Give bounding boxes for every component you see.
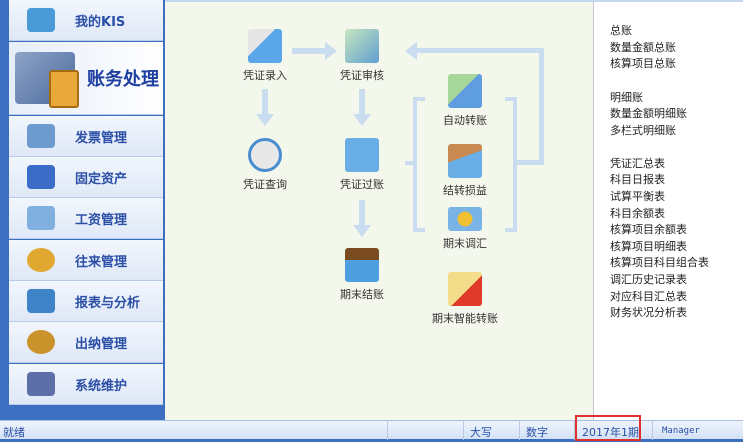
arrow-head bbox=[353, 114, 371, 126]
report-link[interactable]: 数量金额明细账 bbox=[610, 107, 687, 120]
magnifier-icon bbox=[248, 138, 282, 172]
report-icon bbox=[27, 289, 55, 313]
arrow-line bbox=[292, 48, 327, 54]
report-link[interactable]: 核算项目余额表 bbox=[610, 223, 687, 236]
auto-transfer[interactable]: 自动转账 bbox=[420, 74, 510, 128]
sidebar-item-accounting[interactable]: 账务处理 bbox=[9, 42, 163, 115]
folder-arrow-icon bbox=[448, 272, 482, 306]
period-close[interactable]: 期末结账 bbox=[317, 248, 407, 302]
sidebar-item-payroll[interactable]: 工资管理 bbox=[9, 198, 163, 239]
return-line bbox=[415, 48, 544, 53]
status-caps: 大写 bbox=[470, 426, 492, 439]
report-link[interactable]: 总账 bbox=[610, 24, 632, 37]
bracket-left bbox=[413, 228, 425, 232]
sidebar-item-invoice[interactable]: 发票管理 bbox=[9, 116, 163, 157]
return-line bbox=[515, 160, 544, 165]
sidebar-item-receivables[interactable]: 往来管理 bbox=[9, 240, 163, 281]
pen-paper-icon bbox=[248, 29, 282, 63]
notebook-pen-icon bbox=[345, 138, 379, 172]
report-link[interactable]: 试算平衡表 bbox=[610, 190, 665, 203]
voucher-audit[interactable]: 凭证审核 bbox=[317, 29, 407, 83]
sidebar-item-fixed-assets[interactable]: 固定资产 bbox=[9, 157, 163, 198]
money-calculator-icon bbox=[15, 52, 79, 108]
report-link[interactable]: 调汇历史记录表 bbox=[610, 273, 687, 286]
status-bar: 就绪 大写 数字 2017年1期 Manager bbox=[0, 420, 743, 442]
cash-hand-icon bbox=[27, 206, 55, 230]
report-link[interactable]: 核算项目总账 bbox=[610, 57, 676, 70]
voucher-query[interactable]: 凭证查询 bbox=[220, 138, 310, 192]
report-link[interactable]: 财务状况分析表 bbox=[610, 306, 687, 319]
arrow-line bbox=[262, 89, 268, 115]
arrow-line bbox=[359, 200, 365, 226]
report-link[interactable]: 核算项目明细表 bbox=[610, 240, 687, 253]
report-link[interactable]: 凭证汇总表 bbox=[610, 157, 665, 170]
arrow-head bbox=[405, 42, 417, 60]
hand-writing-icon bbox=[448, 144, 482, 178]
divider bbox=[574, 421, 575, 440]
arrow-head bbox=[256, 114, 274, 126]
gavel-icon bbox=[345, 248, 379, 282]
reports-panel: 总账 数量金额总账 核算项目总账 明细账 数量金额明细账 多栏式明细账 凭证汇总… bbox=[593, 0, 743, 420]
report-link[interactable]: 数量金额总账 bbox=[610, 41, 676, 54]
report-link[interactable]: 明细账 bbox=[610, 91, 643, 104]
sidebar-item-reports[interactable]: 报表与分析 bbox=[9, 281, 163, 322]
cashier-icon bbox=[27, 330, 55, 354]
folder-gear-icon bbox=[27, 124, 55, 148]
sidebar: 我的KIS 账务处理 发票管理 固定资产 工资管理 往来管理 报表与分析 出纳管… bbox=[0, 0, 165, 420]
report-link[interactable]: 科目日报表 bbox=[610, 173, 665, 186]
documents-icon bbox=[448, 74, 482, 108]
period-smart-transfer[interactable]: 期末智能转账 bbox=[420, 272, 510, 326]
report-link[interactable]: 对应科目汇总表 bbox=[610, 290, 687, 303]
report-link[interactable]: 核算项目科目组合表 bbox=[610, 256, 709, 269]
arrow-line bbox=[359, 89, 365, 115]
bracket-right bbox=[505, 228, 517, 232]
report-link[interactable]: 科目余额表 bbox=[610, 207, 665, 220]
status-period[interactable]: 2017年1期 bbox=[582, 426, 639, 439]
arrow-line bbox=[405, 161, 415, 165]
divider bbox=[652, 421, 653, 440]
status-ready: 就绪 bbox=[3, 426, 25, 439]
divider bbox=[387, 421, 388, 440]
money-bag-dollar-icon bbox=[448, 207, 482, 231]
voucher-post[interactable]: 凭证过账 bbox=[317, 138, 407, 192]
arrow-head bbox=[353, 225, 371, 237]
sidebar-item-system[interactable]: 系统维护 bbox=[9, 364, 163, 405]
bracket-right bbox=[505, 97, 517, 101]
tools-icon bbox=[27, 372, 55, 396]
divider bbox=[463, 421, 464, 440]
spreadsheet-magnifier-icon bbox=[345, 29, 379, 63]
house-icon bbox=[27, 165, 55, 189]
report-link[interactable]: 多栏式明细账 bbox=[610, 124, 676, 137]
sidebar-item-cashier[interactable]: 出纳管理 bbox=[9, 322, 163, 363]
workflow-panel: 凭证录入 凭证审核 凭证查询 凭证过账 期末结账 自动转账 结转损益 期末调汇 … bbox=[165, 0, 593, 420]
sidebar-item-my-kis[interactable]: 我的KIS bbox=[9, 0, 163, 41]
arrow-head bbox=[325, 42, 337, 60]
bracket-left bbox=[413, 97, 417, 232]
divider bbox=[519, 421, 520, 440]
carry-profit-loss[interactable]: 结转损益 bbox=[420, 144, 510, 198]
period-exchange-adjust[interactable]: 期末调汇 bbox=[420, 207, 510, 251]
period-highlight bbox=[575, 415, 641, 441]
money-bag-arrows-icon bbox=[27, 248, 55, 272]
voucher-entry[interactable]: 凭证录入 bbox=[220, 29, 310, 83]
status-user: Manager bbox=[662, 426, 700, 436]
return-line bbox=[539, 48, 544, 165]
monitor-icon bbox=[27, 8, 55, 32]
status-num: 数字 bbox=[526, 426, 548, 439]
bracket-left bbox=[413, 97, 425, 101]
